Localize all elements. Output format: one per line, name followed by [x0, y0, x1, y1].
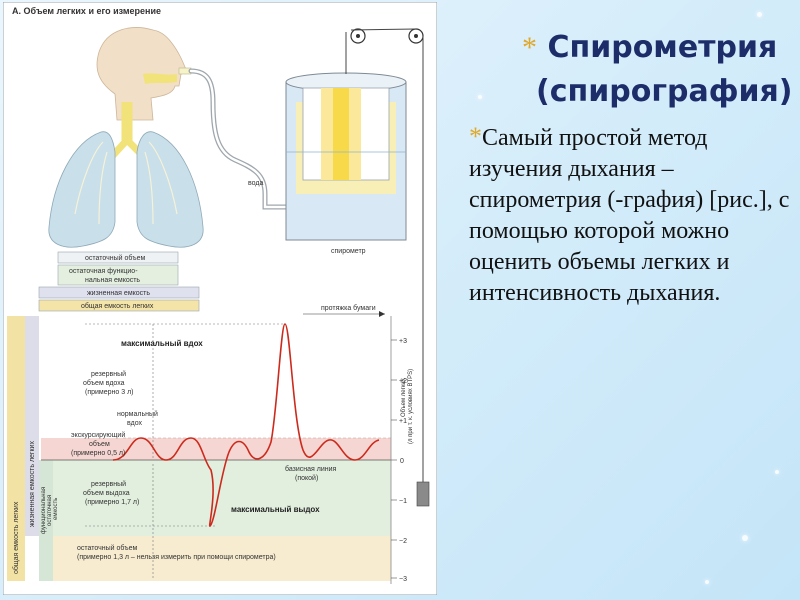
spirometer-device — [285, 28, 430, 507]
water-label: вода — [248, 180, 263, 187]
max-inhale-label: максимальный вдох — [121, 339, 203, 348]
svg-text:объем: объем — [89, 440, 110, 448]
svg-text:нормальный: нормальный — [117, 410, 158, 418]
svg-text:резервный: резервный — [91, 480, 126, 488]
axis-tick: 0 — [400, 458, 404, 465]
axis-tick: −2 — [399, 538, 407, 545]
spirometer-label: спирометр — [331, 248, 366, 255]
axis-tick: −1 — [399, 498, 407, 505]
sparkle-decoration — [775, 470, 779, 474]
bar-frc-line1: остаточная функцио- — [69, 268, 138, 275]
sparkle-decoration — [705, 580, 709, 584]
spirogram-trace — [112, 323, 380, 527]
bar-frc-line2: нальная емкость — [85, 277, 140, 284]
svg-text:объем выдоха: объем выдоха — [83, 489, 130, 497]
reserve-exhale-label: резервный объем выдоха (примерно 1,7 л) — [83, 480, 139, 506]
axis-tick: −3 — [399, 576, 407, 583]
svg-text:емкость: емкость — [53, 498, 59, 520]
svg-text:(примерно 0,5 л): (примерно 0,5 л) — [71, 450, 125, 457]
svg-text:функциональная: функциональная — [41, 487, 47, 534]
residual-volume-label: остаточный объем (примерно 1,3 л – нельз… — [77, 544, 276, 561]
lungs-illustration — [48, 131, 204, 248]
svg-text:объем вдоха: объем вдоха — [83, 379, 125, 387]
body-bullet: * — [469, 122, 482, 151]
frc-vertical-label: функциональная остаточная емкость — [41, 487, 59, 534]
normal-inhale-label: нормальный вдох — [117, 410, 158, 427]
svg-text:(примерно 3 л): (примерно 3 л) — [85, 389, 133, 396]
body-text: Самый простой метод изучения дыхания – с… — [469, 125, 790, 306]
svg-text:экскурсирующий: экскурсирующий — [71, 431, 125, 439]
tidal-volume-label: экскурсирующий объем (примерно 0,5 л) — [71, 431, 125, 457]
tlc-vertical-label: общая емкость легких — [12, 501, 20, 574]
paper-feed-label: протяжка бумаги — [321, 304, 376, 312]
axis-title: Объем легких — [401, 378, 407, 417]
sparkle-decoration — [478, 95, 482, 99]
svg-text:резервный: резервный — [91, 370, 126, 378]
axis-subtitle: (л при т. к. условиях BTPS) — [408, 369, 414, 444]
svg-text:остаточная: остаточная — [47, 495, 53, 526]
reserve-inhale-label: резервный объем вдоха (примерно 3 л) — [83, 370, 133, 396]
axis-tick: +2 — [399, 378, 407, 385]
sparkle-decoration — [757, 12, 762, 17]
axis-tick: +1 — [399, 418, 407, 425]
max-exhale-label: максимальный выдох — [231, 505, 320, 514]
svg-text:(примерно 1,7 л): (примерно 1,7 л) — [85, 499, 139, 506]
bar-vital-capacity: жизненная емкость — [87, 290, 150, 297]
body-paragraph: *Самый простой метод изучения дыхания – … — [469, 121, 791, 309]
bar-total-capacity: общая емкость легких — [81, 302, 154, 310]
spirogram-chart — [7, 311, 392, 584]
vc-vertical-label: жизненная емкость легких — [29, 441, 36, 527]
volume-bars: остаточный объем остаточная функцио- нал… — [38, 251, 200, 312]
axis-tick: +3 — [399, 338, 407, 345]
svg-text:(примерно 1,3 л – нельзя измер: (примерно 1,3 л – нельзя измерить при по… — [77, 554, 276, 561]
spirometry-figure: А. Объем легких и его измерение вода сп — [3, 2, 437, 595]
sparkle-decoration — [742, 535, 748, 541]
title-line-1: Спирометрия — [547, 30, 778, 65]
svg-text:вдох: вдох — [127, 420, 143, 427]
baseline-label: базисная линия — [285, 465, 337, 473]
volume-axis: +3 +2 +1 0 −1 −2 −3 — [391, 338, 407, 583]
baseline-rest-label: (покой) — [295, 474, 318, 482]
title-line-2: (спирография) — [536, 74, 793, 109]
slide-title: * Спирометрия (спирография) — [522, 26, 792, 114]
figure-heading: А. Объем легких и его измерение — [12, 6, 161, 16]
bar-residual-volume: остаточный объем — [85, 254, 145, 262]
title-bullet: * — [522, 31, 537, 64]
svg-text:остаточный объем: остаточный объем — [77, 544, 137, 552]
